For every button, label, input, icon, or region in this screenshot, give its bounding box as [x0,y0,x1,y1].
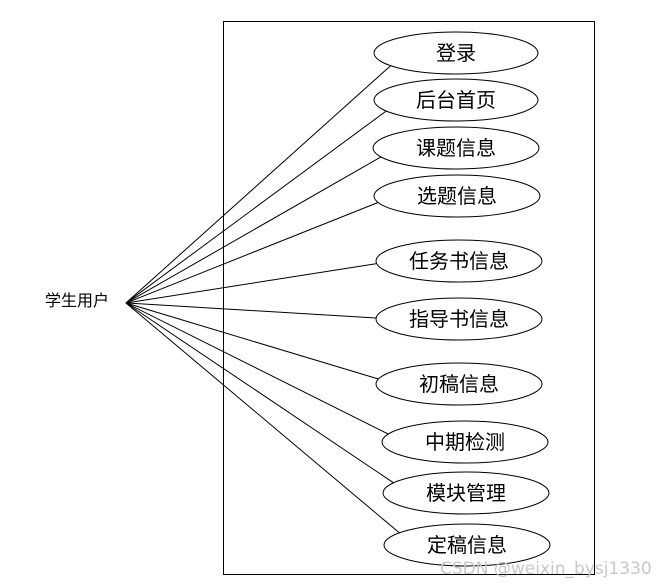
association-line [125,110,387,304]
association-line [125,302,394,484]
association-line [125,263,377,304]
use-case-ellipse [375,362,543,406]
watermark-text: CSDN @weixin_bysj1330 [440,559,652,579]
use-case-label: 定稿信息 [427,533,507,557]
association-line [125,302,389,435]
use-case-ellipse [373,174,541,218]
association-lines [125,65,400,534]
use-case-label: 选题信息 [417,184,497,208]
use-case-ellipse [383,523,551,567]
association-line [125,302,400,534]
use-case-label: 指导书信息 [409,307,509,331]
actor-label: 学生用户 [45,291,109,310]
use-case-ellipse [381,420,549,464]
use-case-label: 模块管理 [426,481,506,505]
use-case-label: 任务书信息 [409,249,509,273]
use-case-label: 后台首页 [416,88,496,112]
association-line [125,65,391,304]
use-case-label: 登录 [436,41,476,65]
use-case-ellipse [373,78,539,122]
use-case-label: 中期检测 [425,430,505,454]
association-line [125,302,379,380]
use-case-label: 课题信息 [416,136,496,160]
use-case-ellipse [373,31,539,75]
use-case-ellipse [372,126,540,170]
use-case-ellipse [375,297,543,341]
association-line [125,202,379,304]
use-case-ellipse [375,239,543,283]
use-case-label: 初稿信息 [419,372,499,396]
association-line [125,302,377,319]
system-boundary [223,21,595,575]
association-line [125,156,382,304]
use-case-ellipse [382,471,550,515]
